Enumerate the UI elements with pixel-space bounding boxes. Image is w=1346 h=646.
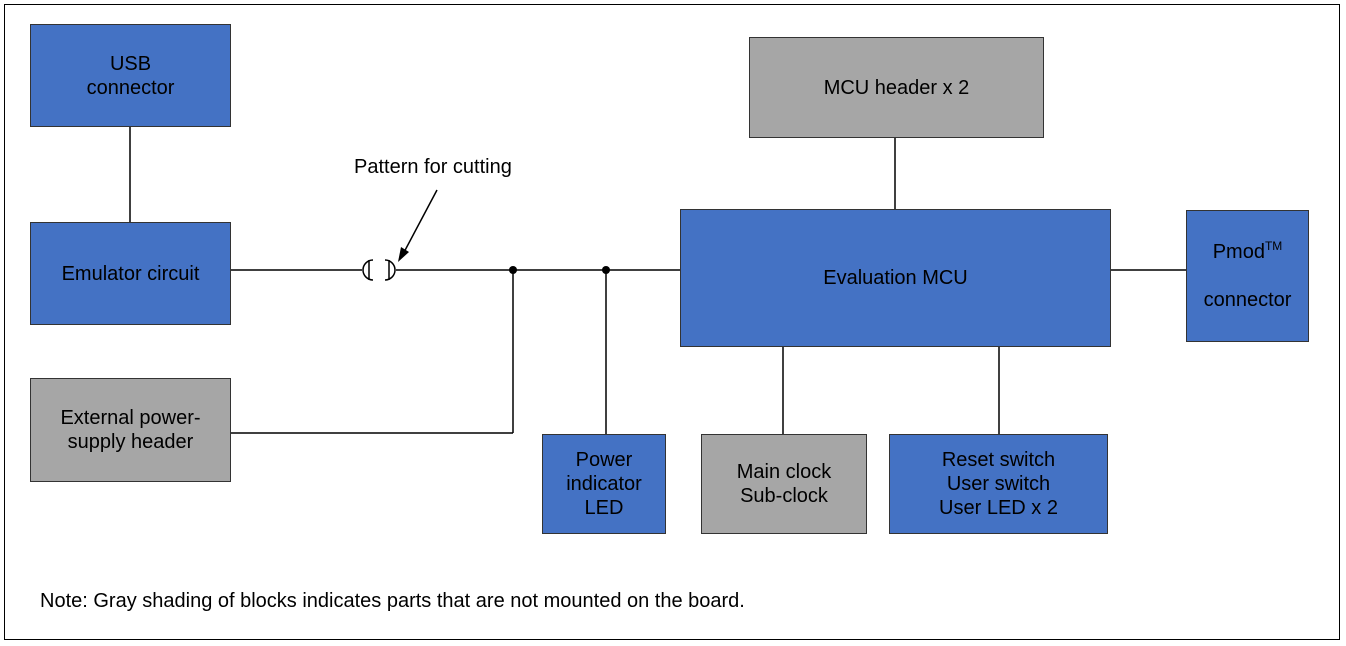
main-clock-sub-clock-block: Main clock Sub-clock <box>701 434 867 534</box>
callout-arrow-line <box>401 189 438 257</box>
mcu-header-label: MCU header x 2 <box>823 76 970 99</box>
pmod-connector-block: PmodTM connector <box>1186 210 1309 342</box>
pmod-name: Pmod <box>1212 241 1265 263</box>
emulator-circuit-block: Emulator circuit <box>30 222 231 325</box>
usb-connector-block: USB connector <box>30 24 231 127</box>
mcu-header-block: MCU header x 2 <box>749 37 1044 138</box>
junction-dot-2 <box>602 266 610 274</box>
pmod-connector-title: PmodTM <box>1204 240 1292 264</box>
power-indicator-led-block: Power indicator LED <box>542 434 666 534</box>
usb-connector-label: USB connector <box>86 52 175 99</box>
external-power-supply-header-block: External power- supply header <box>30 378 231 482</box>
junction-dot-1 <box>509 266 517 274</box>
main-clock-sub-clock-label: Main clock Sub-clock <box>736 461 832 507</box>
evaluation-mcu-label: Evaluation MCU <box>823 267 968 289</box>
switches-leds-label: Reset switch User switch User LED x 2 <box>939 449 1058 519</box>
pmod-connector-label: PmodTM connector <box>1204 216 1292 336</box>
switches-leds-block: Reset switch User switch User LED x 2 <box>889 434 1108 534</box>
callout-arrow-head-icon <box>398 247 409 262</box>
cut-pattern-left-icon <box>362 259 374 281</box>
power-indicator-led-label: Power indicator LED <box>566 449 642 519</box>
cut-pattern-right-icon <box>384 259 396 281</box>
diagram-frame <box>4 4 1340 640</box>
emulator-circuit-label: Emulator circuit <box>61 262 200 285</box>
trademark-mark: TM <box>1264 239 1283 253</box>
evaluation-mcu-block: Evaluation MCU <box>680 209 1111 347</box>
shading-note: Note: Gray shading of blocks indicates p… <box>40 590 745 612</box>
external-power-supply-header-label: External power- supply header <box>60 407 201 453</box>
pattern-for-cutting-callout: Pattern for cutting <box>354 156 512 178</box>
pmod-connector-suffix: connector <box>1203 289 1292 311</box>
